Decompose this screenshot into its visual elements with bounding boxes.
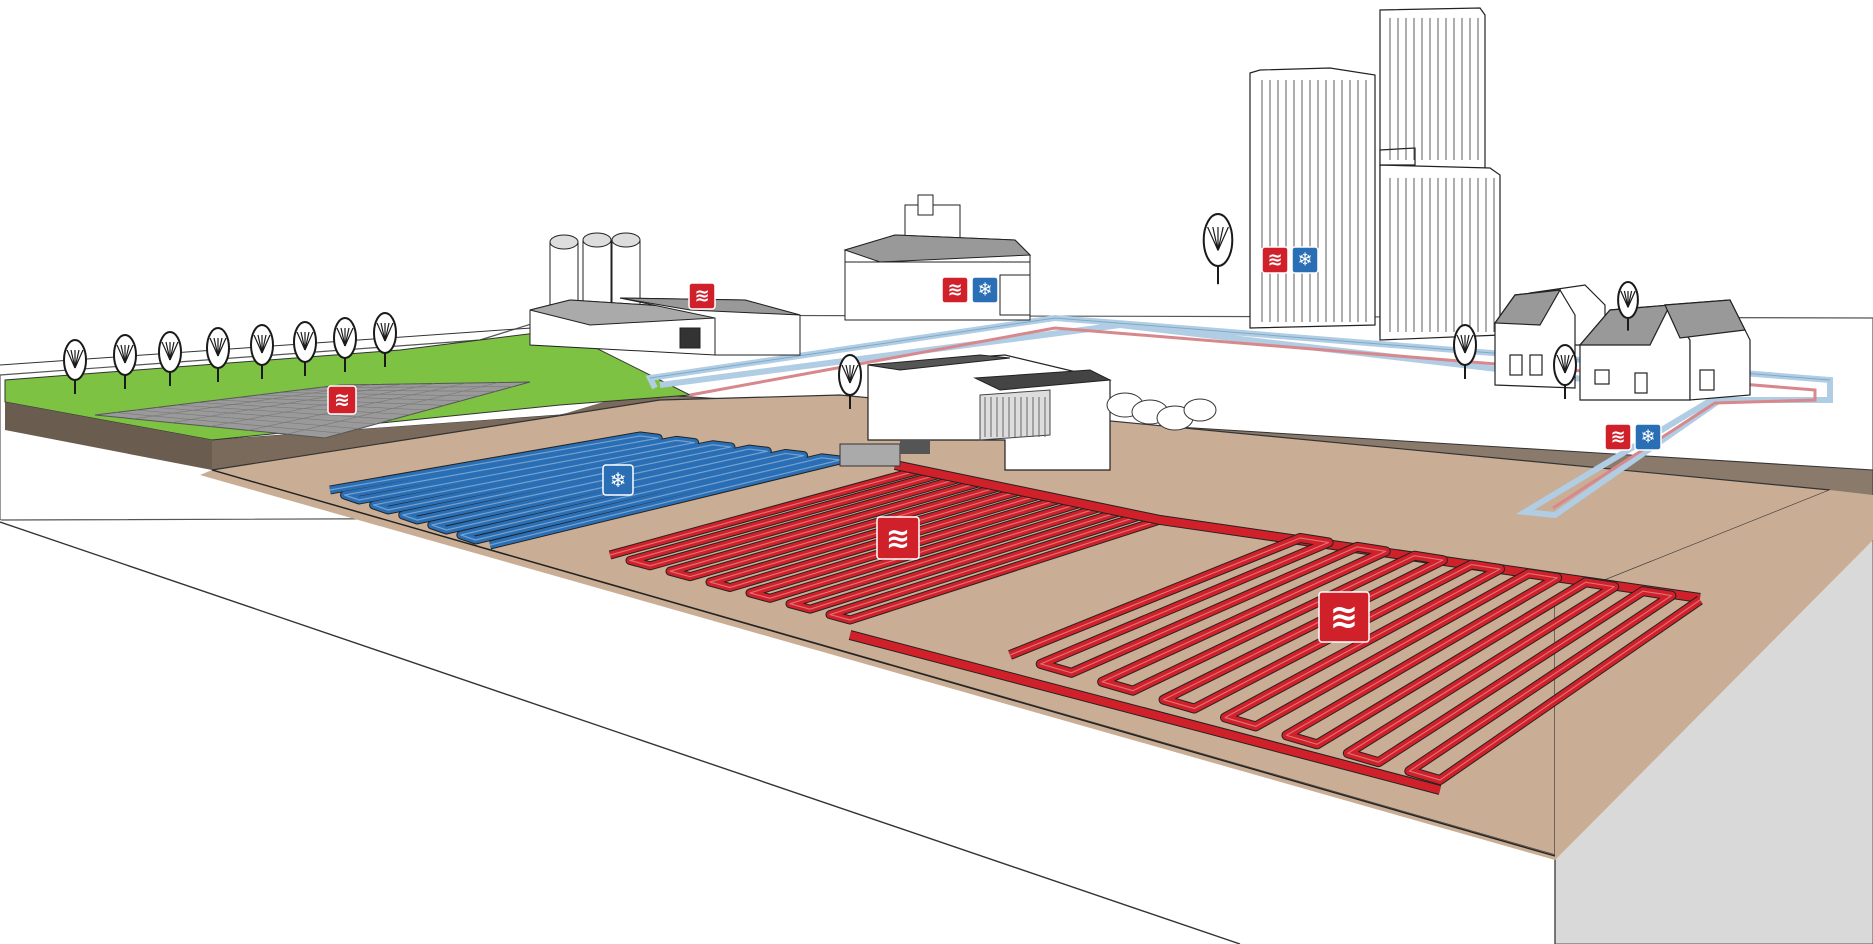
industrial-hall [843, 194, 1032, 321]
storage-tanks [1106, 392, 1217, 431]
tower-facade-lines [1261, 18, 1495, 332]
tree-icon [1453, 324, 1477, 379]
heat-waves-icon: ≋ [1604, 423, 1632, 451]
tree-icon [1553, 344, 1577, 399]
svg-text:❄: ❄ [1640, 427, 1655, 448]
ground-horizon-left [0, 325, 561, 366]
tree-icon [206, 327, 230, 382]
high-rise [1249, 7, 1501, 341]
svg-text:❄: ❄ [977, 280, 992, 301]
tree-icon [293, 321, 317, 376]
svg-text:≋: ≋ [334, 389, 350, 411]
svg-text:≋: ≋ [1610, 427, 1625, 448]
svg-text:≋: ≋ [694, 286, 709, 307]
farm [529, 232, 801, 356]
heat-waves-icon: ≋ [688, 282, 716, 310]
tree-icon [1617, 281, 1639, 331]
system-badges: ≋ ≋ ≋ ❄ ≋ ❄ ≋ ❄ ❄ ≋ ≋ [327, 246, 1662, 643]
ground-front-surface [0, 520, 1873, 944]
tree-icon [158, 331, 182, 386]
soil-pit-front-edge [211, 469, 1556, 857]
svg-text:≋: ≋ [1267, 250, 1282, 271]
heat-waves-icon: ≋ [327, 385, 357, 415]
district-return-pipe [689, 326, 1817, 510]
plant-facade-slats [984, 397, 1046, 437]
svg-text:❄: ❄ [610, 468, 627, 492]
tree-scatter [838, 213, 1639, 409]
tree-row [63, 312, 397, 394]
snowflake-icon: ❄ [1634, 423, 1662, 451]
tree-icon [333, 317, 357, 372]
central-plant [839, 354, 1112, 471]
svg-text:≋: ≋ [947, 280, 962, 301]
snowflake-icon: ❄ [1291, 246, 1319, 274]
residential [1493, 284, 1751, 401]
tree-icon [63, 339, 87, 394]
soil-pit-left-wall [212, 385, 660, 470]
tree-icon [838, 354, 862, 409]
cooling-collector [329, 431, 845, 550]
tree-icon [250, 324, 274, 379]
heat-waves-icon: ≋ [1318, 591, 1370, 643]
tree-icon [113, 334, 137, 389]
tree-icon [373, 312, 397, 367]
ground-front-edge [0, 521, 1241, 944]
heat-collector-large [1008, 533, 1703, 785]
svg-text:≋: ≋ [1330, 597, 1359, 637]
solar-panel-grid [115, 382, 513, 435]
svg-text:❄: ❄ [1297, 250, 1312, 271]
snowflake-icon: ❄ [602, 464, 634, 496]
snowflake-icon: ❄ [971, 276, 999, 304]
heat-waves-icon: ≋ [1261, 246, 1289, 274]
grass-field-edge [5, 402, 212, 470]
heat-waves-icon: ≋ [876, 516, 920, 560]
tree-icon [1202, 213, 1234, 285]
svg-text:≋: ≋ [886, 521, 910, 555]
heat-waves-icon: ≋ [941, 276, 969, 304]
